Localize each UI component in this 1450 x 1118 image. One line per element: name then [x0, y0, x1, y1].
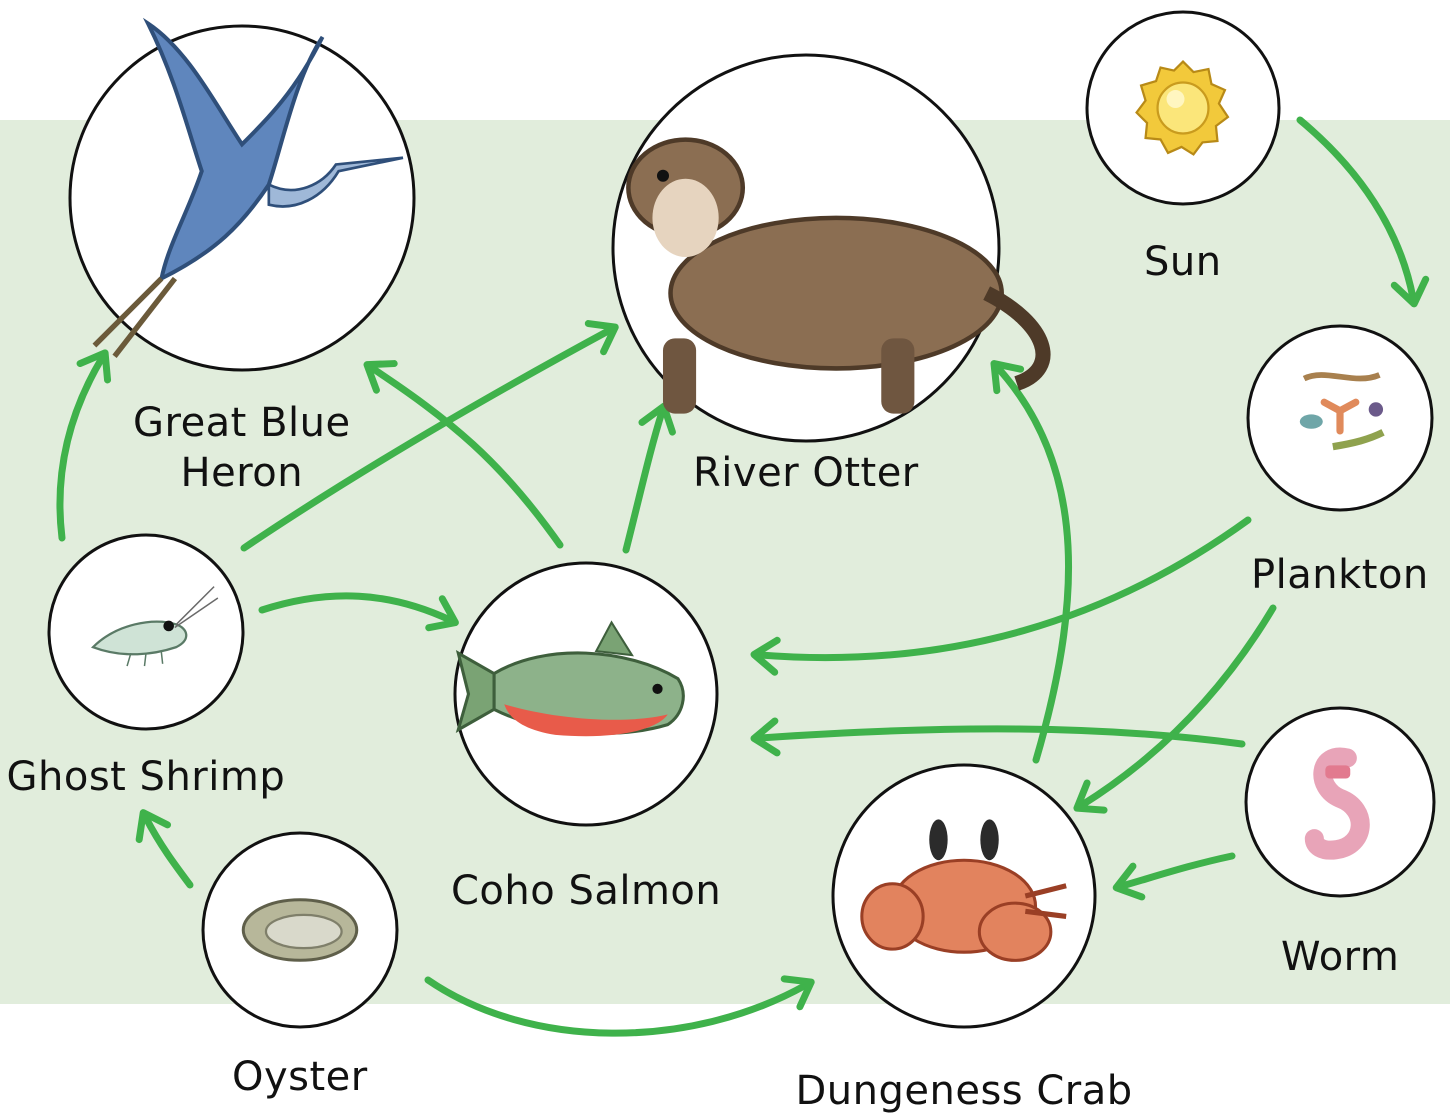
- label-plankton-line: Plankton: [1251, 550, 1429, 600]
- label-shrimp: Ghost Shrimp: [7, 752, 286, 802]
- label-shrimp-line: Ghost Shrimp: [7, 752, 286, 802]
- label-oyster-line: Oyster: [232, 1052, 368, 1102]
- label-otter-line: River Otter: [693, 448, 919, 498]
- node-oyster: [203, 833, 397, 1027]
- node-shrimp: [49, 535, 243, 729]
- label-heron-line: Heron: [133, 448, 351, 498]
- node-heron: [70, 24, 414, 370]
- label-plankton: Plankton: [1251, 550, 1429, 600]
- label-crab-line: Dungeness Crab: [796, 1066, 1133, 1116]
- label-salmon-line: Coho Salmon: [451, 866, 721, 916]
- label-sun: Sun: [1144, 237, 1222, 287]
- label-salmon: Coho Salmon: [451, 866, 721, 916]
- label-otter: River Otter: [693, 448, 919, 498]
- label-worm: Worm: [1281, 932, 1399, 982]
- node-plankton: [1248, 326, 1432, 510]
- label-crab: Dungeness Crab: [796, 1066, 1133, 1116]
- oyster-icon: [243, 900, 356, 961]
- node-salmon: [455, 563, 717, 825]
- label-heron-line: Great Blue: [133, 398, 351, 448]
- node-sun: [1087, 12, 1279, 204]
- label-sun-line: Sun: [1144, 237, 1222, 287]
- label-oyster: Oyster: [232, 1052, 368, 1102]
- node-worm: [1246, 708, 1434, 896]
- label-worm-line: Worm: [1281, 932, 1399, 982]
- node-crab: [833, 765, 1095, 1027]
